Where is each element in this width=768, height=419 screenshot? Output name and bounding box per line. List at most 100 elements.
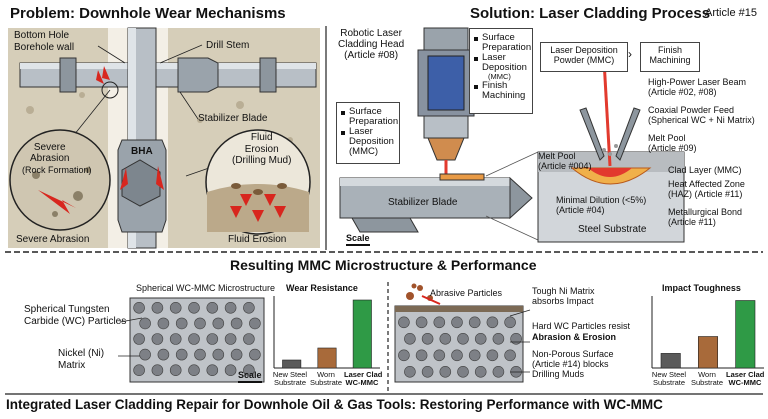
cladding-head-illustration xyxy=(417,27,475,189)
solution-scale: Scale xyxy=(346,233,370,246)
cladding-head-label: Robotic Laser Cladding Head (Article #08… xyxy=(338,28,405,62)
wc-particle xyxy=(157,317,170,330)
wc-particle xyxy=(157,348,170,361)
flow-arrow: › xyxy=(628,47,632,61)
bar-2 xyxy=(352,299,372,369)
wc-particle xyxy=(230,348,243,361)
callout-melt-pool: Melt Pool (Article #09) xyxy=(648,133,697,153)
wc-particle xyxy=(457,332,469,345)
solution-stabilizer-label: Stabilizer Blade xyxy=(388,197,458,208)
wc-particle xyxy=(188,333,200,345)
abrasion-caption: Severe Abrasion xyxy=(16,234,90,245)
hard-wc-label-bold: Abrasion & Erosion xyxy=(532,332,617,342)
wc-particle xyxy=(486,349,499,362)
wc-particle xyxy=(188,301,200,314)
wc-particle xyxy=(457,365,469,378)
micro-title: Spherical WC-MMC Microstructure xyxy=(136,283,276,293)
abrasion-inset-sub: (Rock Formation) xyxy=(22,165,92,175)
callout-haz: Heat Affected Zone (HAZ) (Article #11) xyxy=(668,179,745,199)
wc-particle xyxy=(249,348,261,361)
wc-particle xyxy=(151,333,164,345)
wc-particle xyxy=(188,364,200,377)
callout-clad-layer: Clad Layer (MMC) xyxy=(668,165,742,175)
wc-particle xyxy=(206,364,219,377)
wc-particle xyxy=(486,316,499,329)
callout-powder-feed: Coaxial Powder Feed (Spherical WC + Ni M… xyxy=(648,105,755,125)
bar-2 xyxy=(735,300,756,369)
wear-resistance-chart xyxy=(273,296,380,369)
wc-particle xyxy=(451,316,463,329)
wc-particle xyxy=(433,316,446,329)
bar-0 xyxy=(660,353,681,369)
wc-particle xyxy=(243,333,255,345)
substrate-label: Steel Substrate xyxy=(578,224,647,235)
melt-pool-detail xyxy=(537,59,685,243)
wc-particle xyxy=(206,333,219,345)
wc-particle xyxy=(468,349,481,362)
impact-chart-title: Impact Toughness xyxy=(662,283,741,293)
process-steps-box-2: Surface Preparation Laser Deposition (MM… xyxy=(336,102,400,164)
drill-stem-label: Drill Stem xyxy=(206,40,250,51)
wc-particle xyxy=(492,365,505,378)
wc-particle xyxy=(206,301,219,314)
step-laser-deposition-2: Laser Deposition (MMC) xyxy=(341,126,398,157)
wc-particle xyxy=(474,332,487,345)
borehole-label: Bottom Hole Borehole wall xyxy=(14,30,75,53)
wear-tick-0: New Steel Substrate xyxy=(272,370,308,387)
stabilizer-blade-illustration xyxy=(339,151,539,241)
wc-particle xyxy=(151,364,164,377)
step-mmc-note: (MMC) xyxy=(488,71,511,81)
wc-particle xyxy=(474,365,487,378)
wc-particle xyxy=(139,317,151,330)
wc-particle xyxy=(504,316,516,329)
wc-particle xyxy=(433,349,446,362)
wc-particle xyxy=(421,365,434,378)
step-surface-prep-2: Surface Preparation xyxy=(341,107,398,127)
bar-0 xyxy=(282,359,302,369)
wc-particle xyxy=(212,317,225,330)
hard-wc-label: Hard WC Particles resist xyxy=(532,321,631,331)
wc-particle xyxy=(175,348,188,361)
callout-metallurgical-bond: Metallurgical Bond (Article #11) xyxy=(668,207,743,227)
erosion-caption: Fluid Erosion xyxy=(228,234,287,245)
wc-particle xyxy=(139,348,151,361)
flow-step-deposition: Laser Deposition Powder (MMC) xyxy=(540,42,628,72)
wc-particle xyxy=(249,317,261,330)
wc-particle xyxy=(169,301,182,314)
wc-particle xyxy=(230,317,243,330)
bar-1 xyxy=(317,347,337,369)
footer-title: Integrated Laser Cladding Repair for Dow… xyxy=(6,397,663,412)
wc-particle xyxy=(404,365,416,378)
problem-title: Problem: Downhole Wear Mechanisms xyxy=(10,5,286,22)
flow-step-finish: Finish Machining xyxy=(640,42,700,72)
wc-particle xyxy=(439,332,452,345)
wear-tick-2: Laser Clad WC-MMC xyxy=(344,370,383,387)
wc-particle xyxy=(133,364,145,377)
step-finish-machining: Finish Machining xyxy=(474,80,531,101)
wc-particle xyxy=(243,301,255,314)
wc-particle xyxy=(243,364,255,377)
process-steps-box-1: Surface Preparation Laser Deposition (MM… xyxy=(469,28,533,114)
wc-particle xyxy=(151,301,164,314)
stabilizer-blade-label: Stabilizer Blade xyxy=(198,113,268,124)
wc-particle xyxy=(212,348,225,361)
wc-particle xyxy=(492,332,505,345)
erosion-inset xyxy=(205,129,311,235)
dilution-label: Minimal Dilution (<5%) (Article #04) xyxy=(556,195,647,215)
callout-laser-beam: High-Power Laser Beam (Article #02, #08) xyxy=(648,77,747,97)
wear-tick-1: Worn Substrate xyxy=(309,370,343,387)
erosion-inset-title: Fluid Erosion (Drilling Mud) xyxy=(232,132,292,166)
wc-particle xyxy=(224,333,237,345)
wc-particle xyxy=(194,348,206,361)
article-tag: Article #15 xyxy=(705,7,757,19)
abrasion-inset-title: Severe Abrasion xyxy=(30,142,70,164)
results-title: Resulting MMC Microstructure & Performan… xyxy=(230,257,537,273)
wc-particle xyxy=(439,365,452,378)
wc-particle xyxy=(415,349,428,362)
abrasion-inset xyxy=(9,129,111,231)
wc-particle xyxy=(169,364,182,377)
wc-particle xyxy=(504,349,516,362)
melt-pool-left-label: Melt Pool (Article #004) xyxy=(538,151,592,171)
wc-particle xyxy=(468,316,481,329)
